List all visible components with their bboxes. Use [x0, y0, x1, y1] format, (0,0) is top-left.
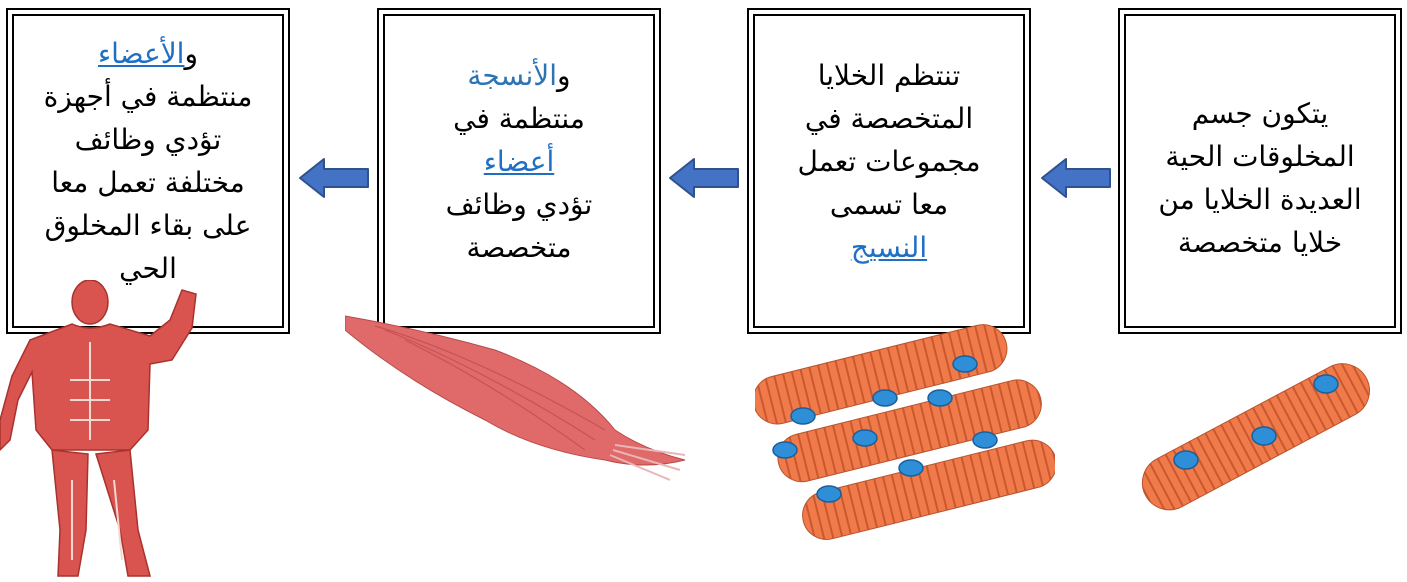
organism-line-5: على بقاء المخلوق [44, 209, 252, 242]
term-tissues: الأنسجة [467, 59, 558, 92]
cell-line-4: خلايا متخصصة [1177, 226, 1343, 259]
cell-line-2: المخلوقات الحية [1165, 140, 1355, 173]
cell-box-text: يتكون جسم المخلوقات الحية العديدة الخلاي… [1134, 92, 1386, 332]
organ-box: والأنسجة منتظمة في أعضاء تؤدي وظائف متخص… [377, 8, 661, 334]
cell-box: يتكون جسم المخلوقات الحية العديدة الخلاي… [1118, 8, 1402, 334]
organ-line-5: متخصصة [466, 231, 572, 264]
tissue-line-2: المتخصصة في [804, 102, 974, 135]
organism-line-2: منتظمة في أجهزة [43, 80, 253, 113]
muscle-organ-illustration [345, 315, 686, 481]
organ-line-4: تؤدي وظائف [445, 188, 593, 221]
arrow-left-icon [669, 158, 739, 198]
term-organs-link[interactable]: أعضاء [483, 145, 555, 178]
tissue-line-4: معا تسمى [829, 188, 949, 221]
term-tissue-link[interactable]: النسيج [850, 231, 928, 264]
tissue-line-3: مجموعات تعمل [797, 145, 981, 178]
connector-and: و [184, 37, 198, 70]
tissue-box: تنتظم الخلايا المتخصصة في مجموعات تعمل م… [747, 8, 1031, 334]
muscle-cell-illustration [1141, 363, 1370, 511]
organism-line-3: تؤدي وظائف [74, 123, 222, 156]
organism-box-text: والأعضاء منتظمة في أجهزة تؤدي وظائف مختل… [22, 32, 274, 332]
organism-box: والأعضاء منتظمة في أجهزة تؤدي وظائف مختل… [6, 8, 290, 334]
cell-line-3: العديدة الخلايا من [1158, 183, 1362, 216]
organism-line-4: مختلفة تعمل معا [51, 166, 245, 199]
tissue-line-1: تنتظم الخلايا [817, 59, 961, 92]
connector-and: و [557, 59, 571, 92]
muscle-tissue-illustration [755, 324, 1055, 540]
arrow-left-icon [1041, 158, 1111, 198]
term-organs[interactable]: الأعضاء [98, 37, 185, 70]
organ-box-text: والأنسجة منتظمة في أعضاء تؤدي وظائف متخص… [393, 54, 645, 332]
arrow-left-icon [299, 158, 369, 198]
organ-line-2: منتظمة في [453, 102, 585, 135]
organism-line-6: الحي [119, 252, 177, 285]
cell-line-1: يتكون جسم [1191, 97, 1329, 130]
human-body-illustration [0, 280, 197, 577]
tissue-box-text: تنتظم الخلايا المتخصصة في مجموعات تعمل م… [763, 54, 1015, 332]
